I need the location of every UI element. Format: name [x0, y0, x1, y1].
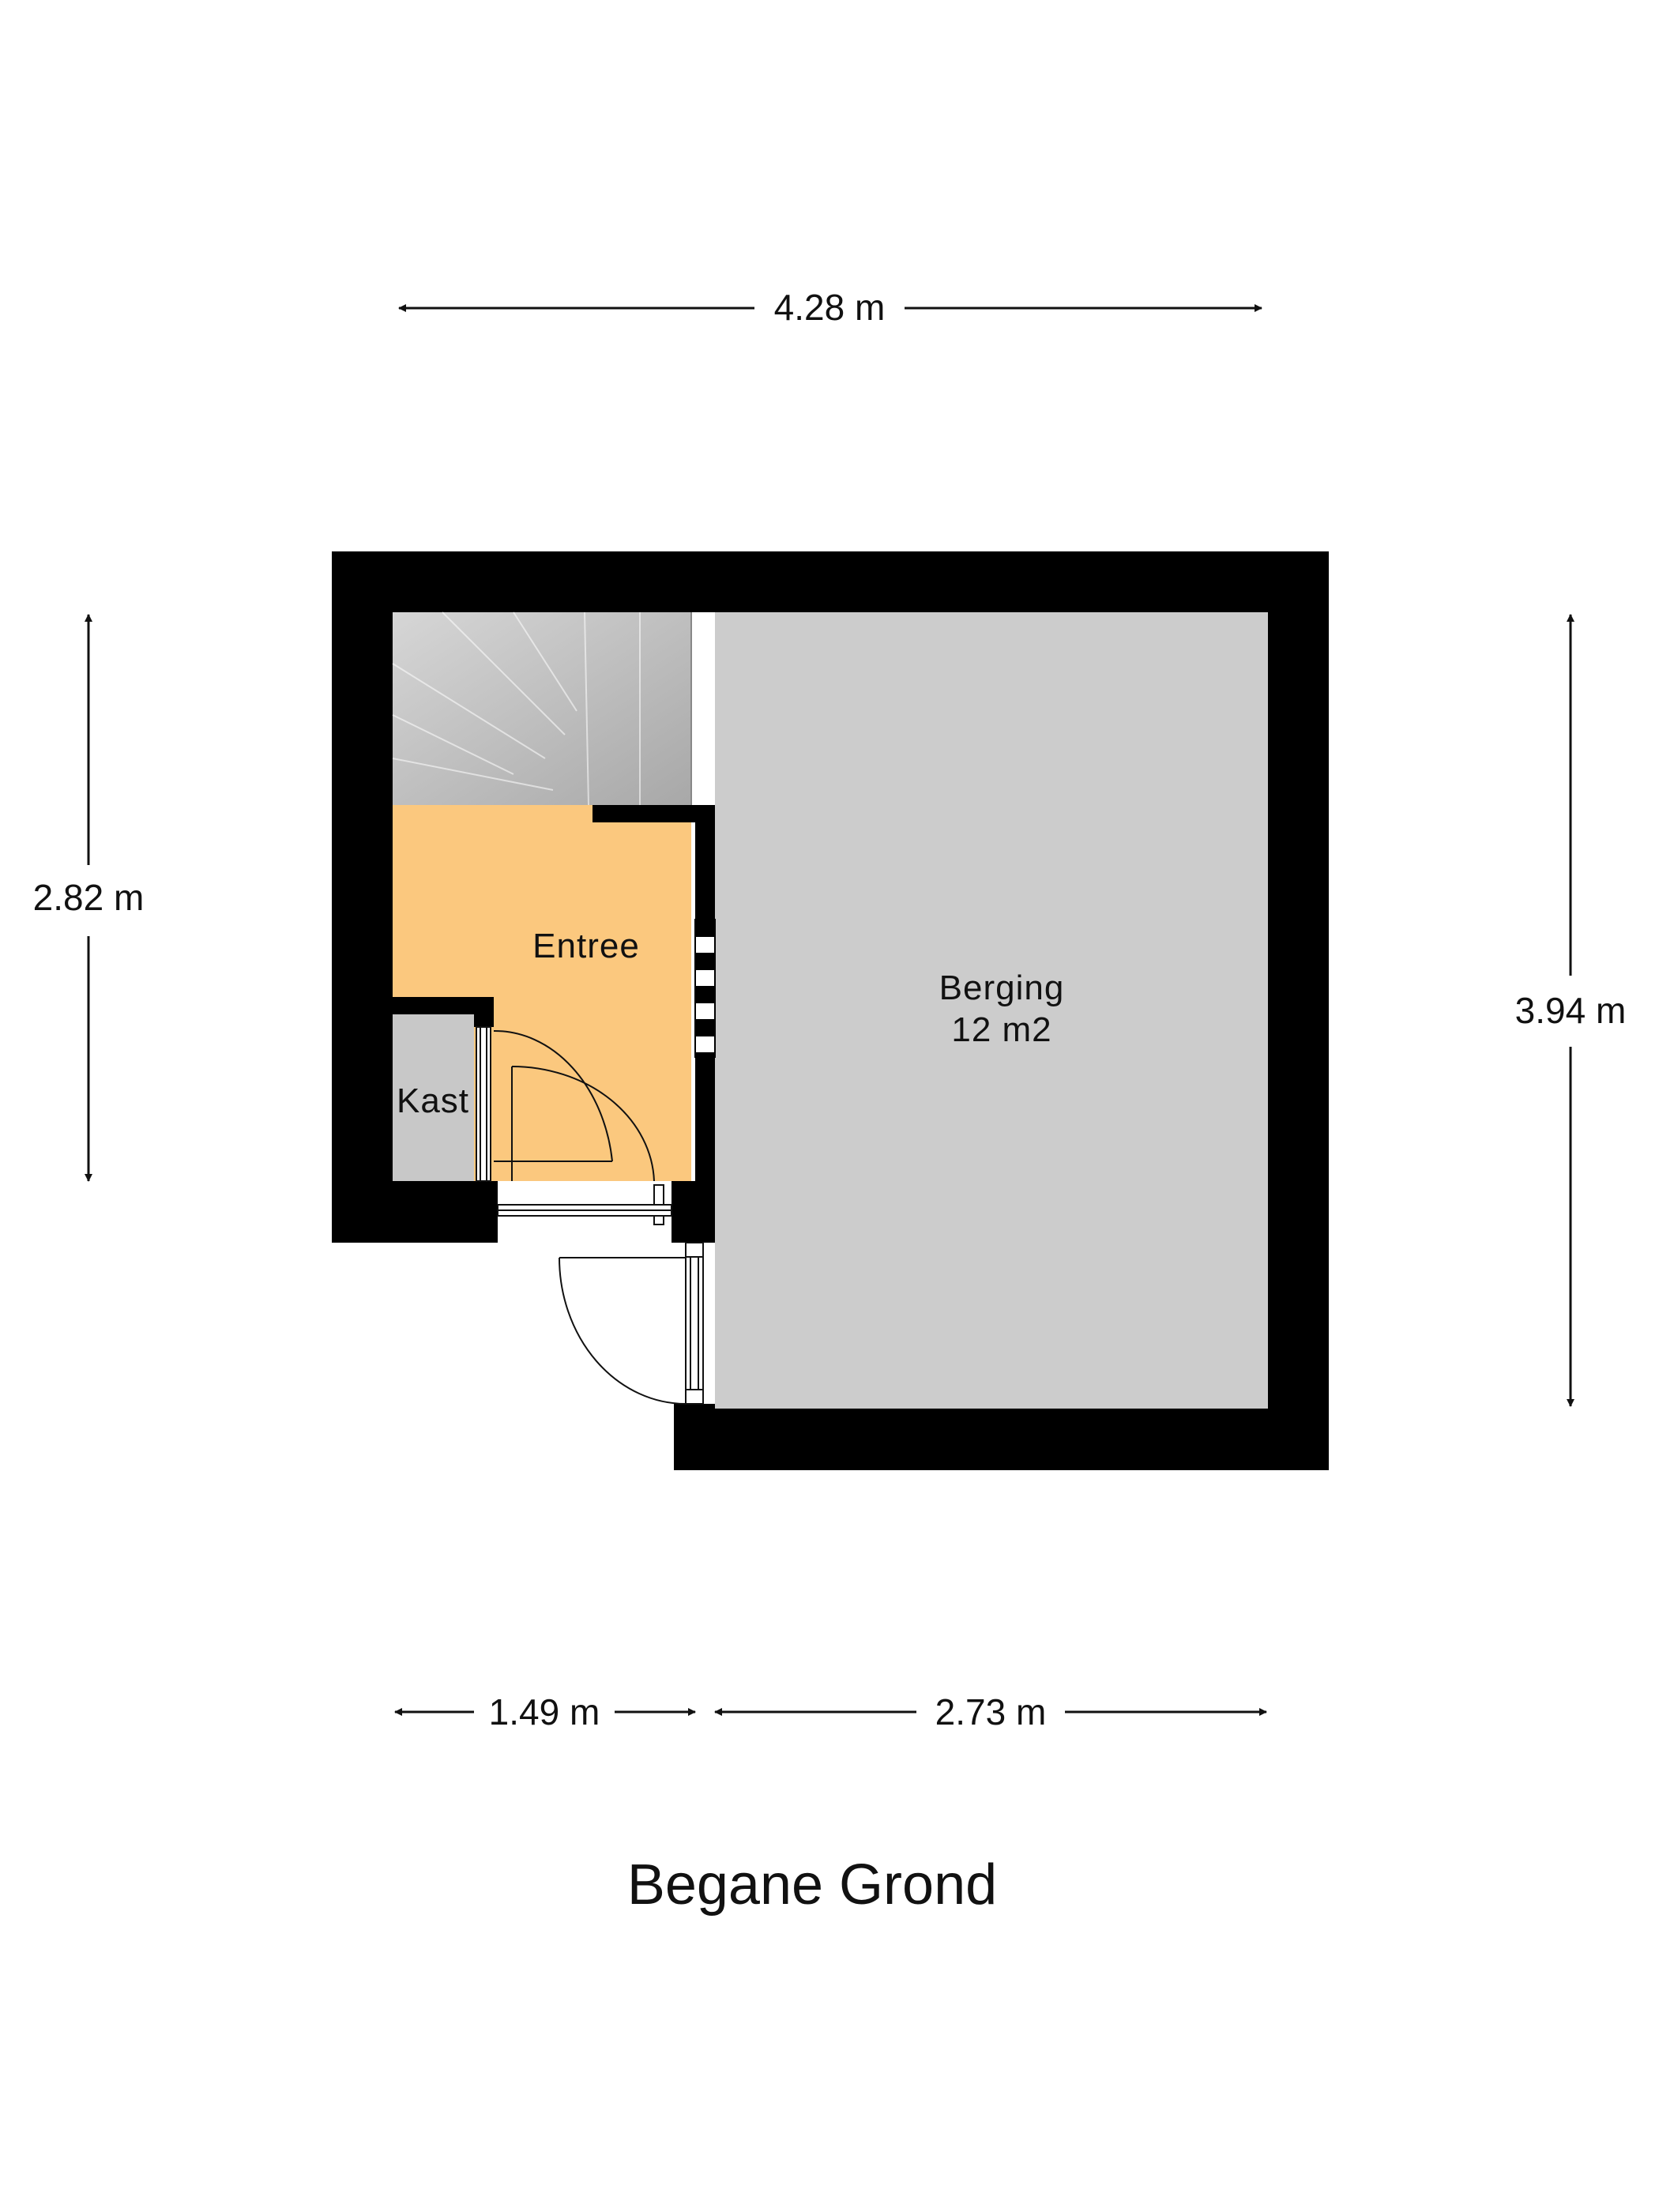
floor-title: Begane Grond — [627, 1853, 997, 1917]
interior-walls — [393, 805, 715, 1183]
kast-door — [476, 1026, 613, 1182]
kast-floor — [393, 1014, 474, 1181]
dimension-right-label: 3.94 m — [1515, 990, 1627, 1031]
wall-bottom-left — [332, 1181, 498, 1243]
front-threshold — [497, 1204, 672, 1217]
dimension-bottom-left: 1.49 m — [394, 1691, 696, 1732]
dimension-bottom-right-label: 2.73 m — [935, 1691, 1047, 1732]
dimension-bottom-right: 2.73 m — [714, 1691, 1267, 1732]
wall-top — [332, 551, 1329, 612]
entree-right-wall-bottom — [695, 1057, 715, 1183]
staircase — [392, 611, 692, 806]
dimension-left-label: 2.82 m — [33, 877, 145, 918]
berging-area: 12 m2 — [951, 1010, 1051, 1049]
dimension-right: 3.94 m — [1515, 614, 1627, 1407]
wall-left — [332, 551, 393, 1243]
entree-label: Entree — [532, 927, 640, 965]
berging-floor-lower — [715, 1181, 1268, 1409]
opening-marker — [694, 919, 716, 1058]
berging-label: Berging — [939, 969, 1065, 1007]
kast-top-wall — [393, 997, 494, 1014]
wall-left-jamb — [474, 1181, 498, 1243]
wall-bottom-right — [674, 1409, 1329, 1470]
wall-right — [1268, 551, 1329, 1470]
wall-right-jamb — [672, 1181, 715, 1243]
entree-top-wall — [592, 805, 715, 822]
wall-door-post-bottom — [674, 1404, 717, 1420]
dimension-top: 4.28 m — [398, 287, 1262, 328]
kast-wall-post — [474, 997, 494, 1027]
dimension-bottom-left-label: 1.49 m — [489, 1691, 600, 1732]
walls — [332, 551, 1329, 1470]
kast-label: Kast — [397, 1082, 469, 1120]
entree-right-wall-top — [695, 805, 715, 920]
front-door — [559, 1242, 704, 1405]
stair-floor — [393, 612, 691, 805]
dimension-left: 2.82 m — [33, 614, 145, 1182]
dimension-top-label: 4.28 m — [774, 287, 886, 328]
floors — [393, 612, 1268, 1409]
